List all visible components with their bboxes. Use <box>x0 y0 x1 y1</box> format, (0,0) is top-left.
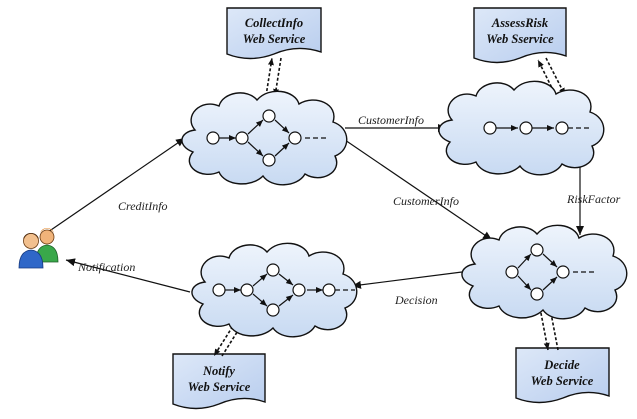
edge-creditinfo <box>47 137 186 233</box>
users-icon <box>18 228 59 269</box>
label-customerinfo-diag: CustomerInfo <box>393 194 459 208</box>
decide-workflow <box>505 243 595 301</box>
label-notification: Notification <box>77 260 135 274</box>
label-riskfactor: RiskFactor <box>566 192 621 206</box>
decide-invoke-connector <box>539 307 550 351</box>
assessrisk-workflow <box>483 121 592 135</box>
collectinfo-service-doc: CollectInfo Web Service <box>226 7 322 60</box>
edge-notification <box>65 258 191 293</box>
decide-title: Decide <box>543 358 580 372</box>
edge-decision <box>351 271 463 289</box>
collect-response-connector <box>273 57 282 97</box>
collectinfo-title: CollectInfo <box>245 16 303 30</box>
decide-subtitle: Web Service <box>531 374 594 388</box>
notify-subtitle: Web Service <box>188 380 251 394</box>
assessrisk-title: AssessRisk <box>491 16 549 30</box>
notify-workflow <box>212 263 355 317</box>
notify-title: Notify <box>202 364 235 378</box>
notify-process-cloud <box>191 242 358 338</box>
label-decision: Decision <box>394 293 438 307</box>
edge-customerinfo-diag <box>344 139 493 241</box>
collectinfo-process-cloud <box>181 90 348 186</box>
decide-process-cloud <box>461 224 628 320</box>
collectinfo-workflow <box>206 109 327 167</box>
label-customerinfo-top: CustomerInfo <box>358 113 424 127</box>
decide-service-doc: Decide Web Service <box>515 347 610 404</box>
collect-invoke-connector <box>265 57 274 97</box>
assessrisk-process-cloud <box>438 80 605 176</box>
notify-service-doc: Notify Web Service <box>172 353 266 410</box>
assessrisk-subtitle: Web Sservice <box>486 32 554 46</box>
collectinfo-subtitle: Web Service <box>243 32 306 46</box>
assessrisk-service-doc: AssessRisk Web Sservice <box>473 7 567 64</box>
assess-response-connector <box>545 57 566 96</box>
label-creditinfo: CreditInfo <box>118 199 168 213</box>
